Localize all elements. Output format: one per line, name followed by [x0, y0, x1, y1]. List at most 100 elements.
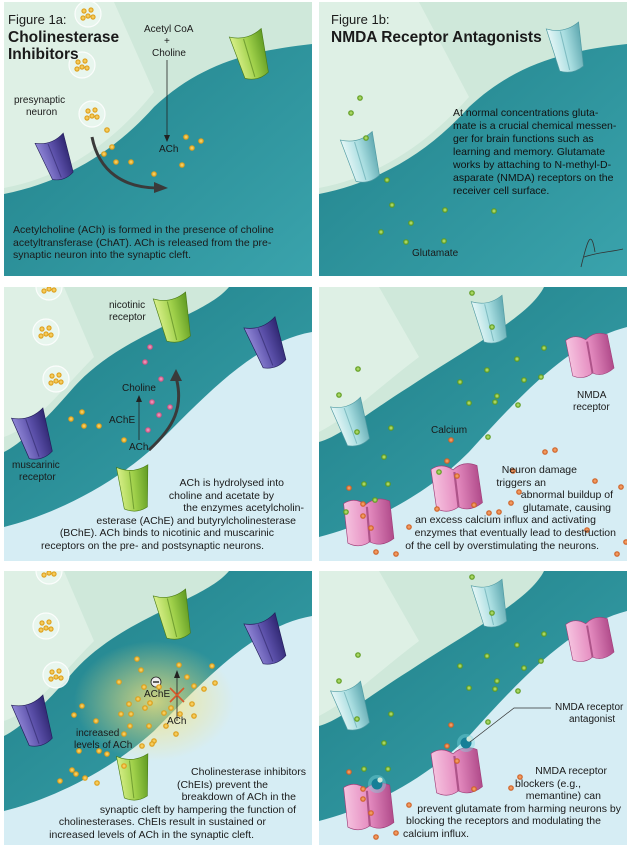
glutamate-label: Glutamate	[412, 248, 459, 259]
ach-molecule	[209, 663, 215, 669]
antagonist-callout-line	[469, 707, 551, 743]
antagonist-molecule	[368, 775, 386, 793]
calcium-ion	[406, 802, 412, 808]
antagonist-molecule	[457, 734, 475, 752]
presynaptic-label: presynaptic	[14, 95, 66, 106]
glutamate-molecule	[357, 95, 363, 101]
calcium-ion	[448, 722, 454, 728]
caption-line: an excess calcium influx and activating	[415, 514, 596, 527]
glutamate-molecule	[521, 665, 527, 671]
highlight	[4, 2, 154, 188]
glutamate-molecule	[515, 688, 521, 694]
ach-molecule	[81, 423, 87, 429]
acetyl-coa-label: Acetyl CoA	[144, 24, 194, 35]
panel-1a-inhibition: AChE ACh increased levels of ACh Choline…	[4, 571, 312, 845]
antagonist-label: NMDA receptor	[555, 702, 624, 713]
glutamate-molecule	[492, 399, 498, 405]
ach-label: ACh	[159, 144, 179, 155]
increased-levels-label: increased	[76, 728, 120, 739]
synapse-illustration	[4, 571, 312, 845]
nmda-receptor-label: NMDA	[577, 390, 607, 401]
calcium-ion	[346, 485, 352, 491]
calcium-ion	[592, 478, 598, 484]
ach-molecule	[179, 162, 185, 168]
calcium-ion	[510, 468, 516, 474]
caption-line: triggers an	[496, 476, 546, 489]
caption-line: At normal concentrations gluta-	[453, 107, 599, 119]
figure-label: Figure 1a:	[8, 12, 67, 27]
ach-molecule	[198, 138, 204, 144]
glutamate-molecule	[354, 429, 360, 435]
glutamate-molecule	[336, 392, 342, 398]
synapse-illustration	[4, 287, 312, 561]
synapse-illustration	[319, 2, 627, 276]
panel-1a-hydrolysis: nicotinic receptor Choline AChE ACh musc…	[4, 287, 312, 561]
ach-molecule	[93, 718, 99, 724]
ach-label: ACh	[167, 716, 187, 727]
ach-molecule	[57, 778, 63, 784]
plus-label: +	[164, 36, 170, 47]
caption-line: ACh is hydrolysed into	[179, 477, 284, 489]
ach-molecule	[101, 151, 107, 157]
glutamate-molecule	[485, 719, 491, 725]
ach-molecule	[73, 771, 79, 777]
muscarinic-receptor-label: receptor	[19, 472, 56, 483]
caption-line: NMDA receptor	[535, 765, 607, 777]
ach-molecule	[109, 144, 115, 150]
ach-molecule	[141, 684, 147, 690]
calcium-ion	[623, 539, 627, 545]
release-arrow	[90, 136, 160, 190]
caption: Neuron damage triggers an abnormal build…	[329, 464, 621, 552]
antagonist-label: antagonist	[569, 714, 616, 725]
glutamate-molecule	[403, 239, 409, 245]
ach-molecule	[147, 700, 153, 706]
caption-line: cholinesterases. ChEIs result in sustain…	[58, 816, 266, 829]
muscarinic-receptor-label: muscarinic	[12, 460, 60, 471]
glutamate-molecule	[489, 610, 495, 616]
glutamate-molecule	[343, 509, 349, 515]
panel-1b-blockers: NMDA receptor antagonist NMDA receptor b…	[319, 571, 627, 845]
glutamate-molecule	[385, 766, 391, 772]
glutamate-molecule	[541, 345, 547, 351]
ach-molecule	[121, 437, 127, 443]
ach-molecule	[68, 416, 74, 422]
ach-molecule	[201, 686, 207, 692]
ach-molecule	[128, 711, 134, 717]
ach-molecule	[151, 171, 157, 177]
calcium-ion	[584, 527, 590, 533]
ach-molecule	[94, 780, 100, 786]
ach-molecule	[161, 710, 167, 716]
glutamate-molecule	[389, 202, 395, 208]
caption-line: synaptic neuron into the synaptic cleft.	[13, 249, 192, 262]
caption: At normal concentrations gluta- mate is …	[453, 107, 616, 198]
choline-molecule	[145, 427, 151, 433]
caption: Cholinesterase inhibitors (ChEIs) preven…	[14, 766, 306, 842]
calcium-ion	[360, 501, 366, 507]
nmda-receptor	[564, 614, 616, 665]
glutamate-molecule	[492, 686, 498, 692]
presynaptic-label: neuron	[26, 107, 58, 118]
calcium-ion	[368, 810, 374, 816]
ach-molecule	[127, 723, 133, 729]
nmda-receptor	[564, 330, 616, 381]
caption-line: acetyltransferase (ChAT). ACh is release…	[13, 236, 272, 249]
choline-molecule	[147, 344, 153, 350]
calcium-ion	[393, 551, 399, 557]
highlight	[319, 571, 419, 716]
glutamate-molecule	[489, 324, 495, 330]
ach-molecule	[118, 711, 124, 717]
glutamate-molecule	[355, 652, 361, 658]
caption-line: asparate (NMDA) receptors on the	[453, 172, 614, 184]
ach-molecule	[96, 423, 102, 429]
calcium-ion	[508, 500, 514, 506]
calcium-ion	[618, 484, 624, 490]
ach-molecule	[71, 712, 77, 718]
synapse-illustration	[319, 287, 627, 561]
glutamate-molecule	[381, 454, 387, 460]
ach-molecule	[191, 713, 197, 719]
highlight	[4, 287, 94, 437]
glutamate-molecule	[538, 658, 544, 664]
panel-1b-normal: Figure 1b: NMDA Receptor Antagonists At …	[319, 2, 627, 276]
ach-molecule	[183, 134, 189, 140]
glutamate-molecule	[491, 208, 497, 214]
